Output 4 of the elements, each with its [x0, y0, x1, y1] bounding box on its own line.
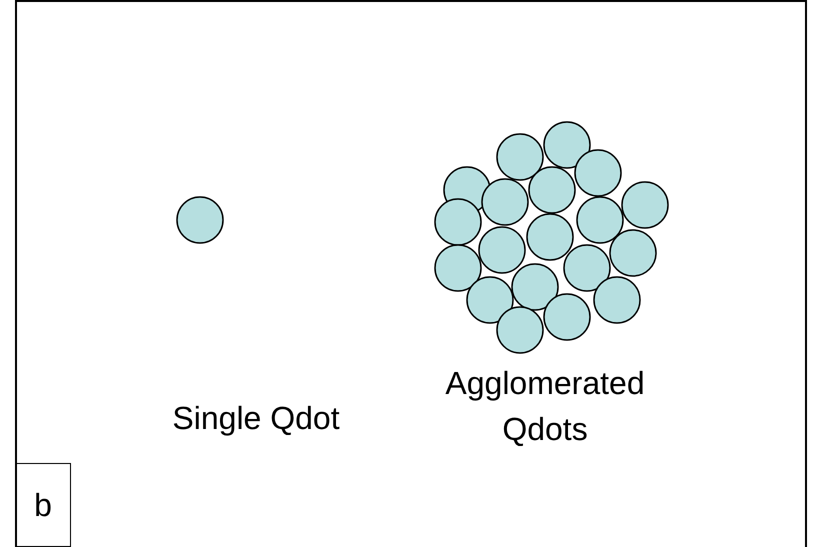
label-box — [15, 463, 71, 547]
panel-letter: b — [34, 486, 52, 524]
caption-text: Agglomerated Qdots — [444, 364, 646, 449]
caption-text: Single Qdot — [171, 399, 341, 438]
